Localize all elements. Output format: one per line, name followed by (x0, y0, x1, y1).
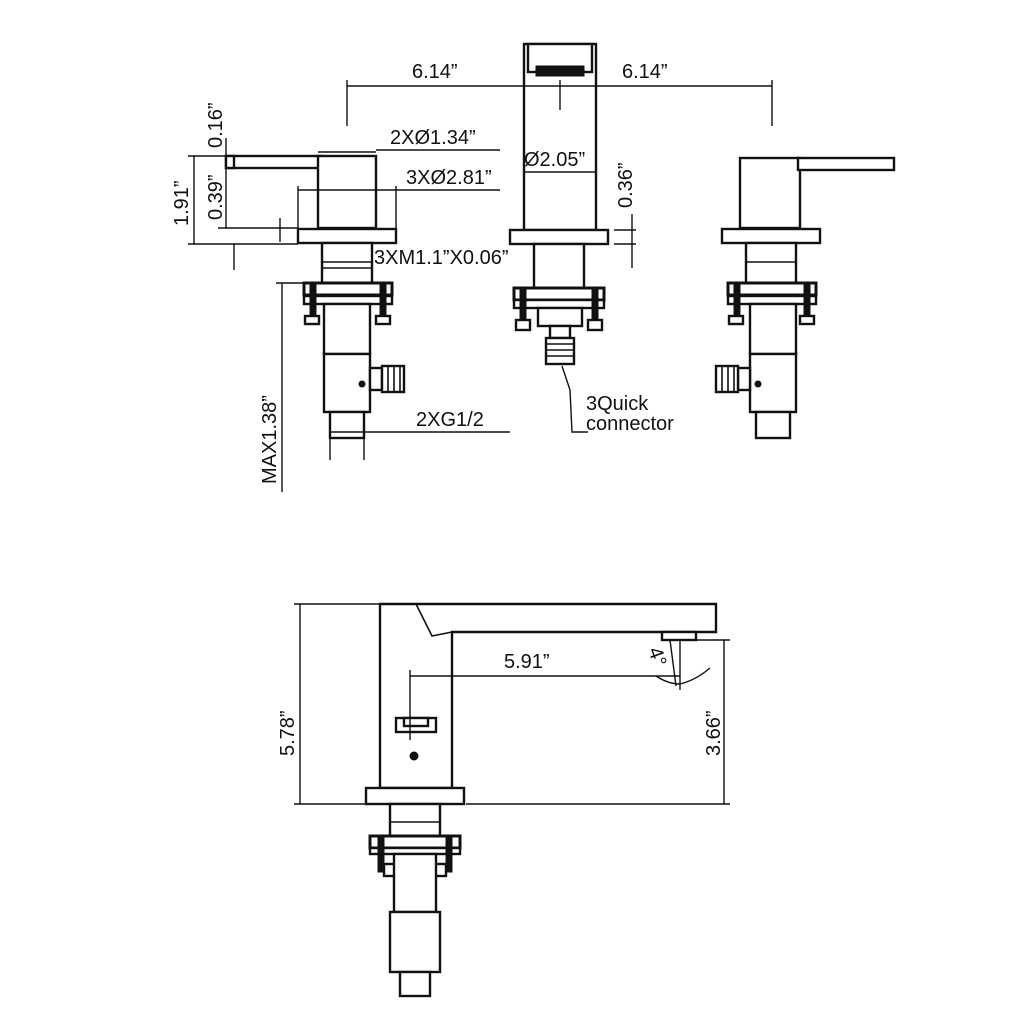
right-handle-assembly (714, 156, 896, 440)
left-lever (224, 154, 324, 170)
right-valve-upper (748, 302, 798, 356)
label-reach: 5.91” (504, 651, 550, 673)
label-spout-dia: Ø2.05” (524, 149, 585, 171)
label-spacing-left: 6.14” (412, 61, 458, 83)
side-inlet (398, 970, 432, 998)
left-inlet-pipe (328, 410, 366, 440)
label-handle-total: 1.91” (171, 180, 193, 226)
side-aerator (660, 630, 698, 642)
left-valve-upper (322, 302, 372, 356)
right-handle-body (738, 156, 802, 230)
center-escutcheon (508, 228, 610, 246)
side-view-dimensions (294, 603, 730, 805)
label-angle: 4° (643, 644, 670, 669)
center-quick-connector (548, 324, 572, 340)
label-total-height: 5.78” (277, 710, 299, 756)
label-quick-line1: 3Quick (586, 393, 649, 415)
label-max-thickness: MAX1.38” (259, 395, 281, 484)
label-spacing-right: 6.14” (622, 61, 668, 83)
left-shank (320, 241, 374, 285)
label-spout-height: 3.66” (703, 710, 725, 756)
left-mount-plate (302, 281, 394, 297)
side-shank (388, 802, 442, 838)
label-handle-dia: 2XØ1.34” (390, 127, 476, 149)
left-escutcheon (296, 227, 398, 245)
quick-connector-leader (561, 365, 588, 433)
label-spout-base: 0.36” (615, 162, 637, 208)
label-quick-line2: connector (586, 413, 674, 435)
center-mount-plate (512, 286, 606, 302)
right-lever (796, 156, 896, 172)
top-view-dimensions (188, 80, 773, 492)
side-escutcheon (364, 786, 466, 806)
label-inlet: 2XG1/2 (416, 409, 484, 431)
center-shank (532, 242, 586, 290)
left-handle-assembly (224, 154, 406, 440)
right-escutcheon (720, 227, 822, 245)
label-handle-body: 0.39” (205, 174, 227, 220)
side-valve-upper (392, 852, 438, 914)
right-shank (744, 241, 798, 285)
right-mount-plate (726, 281, 818, 297)
center-aerator (535, 65, 585, 77)
label-thread: 3XM1.1”X0.06” (374, 247, 509, 269)
label-handle-height: 0.16” (205, 102, 227, 148)
label-base-dia: 3XØ2.81” (406, 167, 492, 189)
center-spout-assembly (508, 42, 610, 366)
side-view-spout (364, 602, 718, 998)
left-lever-tip (224, 154, 236, 170)
left-handle-body (316, 154, 378, 230)
angle-arc (655, 667, 711, 685)
right-inlet-pipe (754, 410, 792, 440)
side-valve-lower (388, 910, 442, 974)
